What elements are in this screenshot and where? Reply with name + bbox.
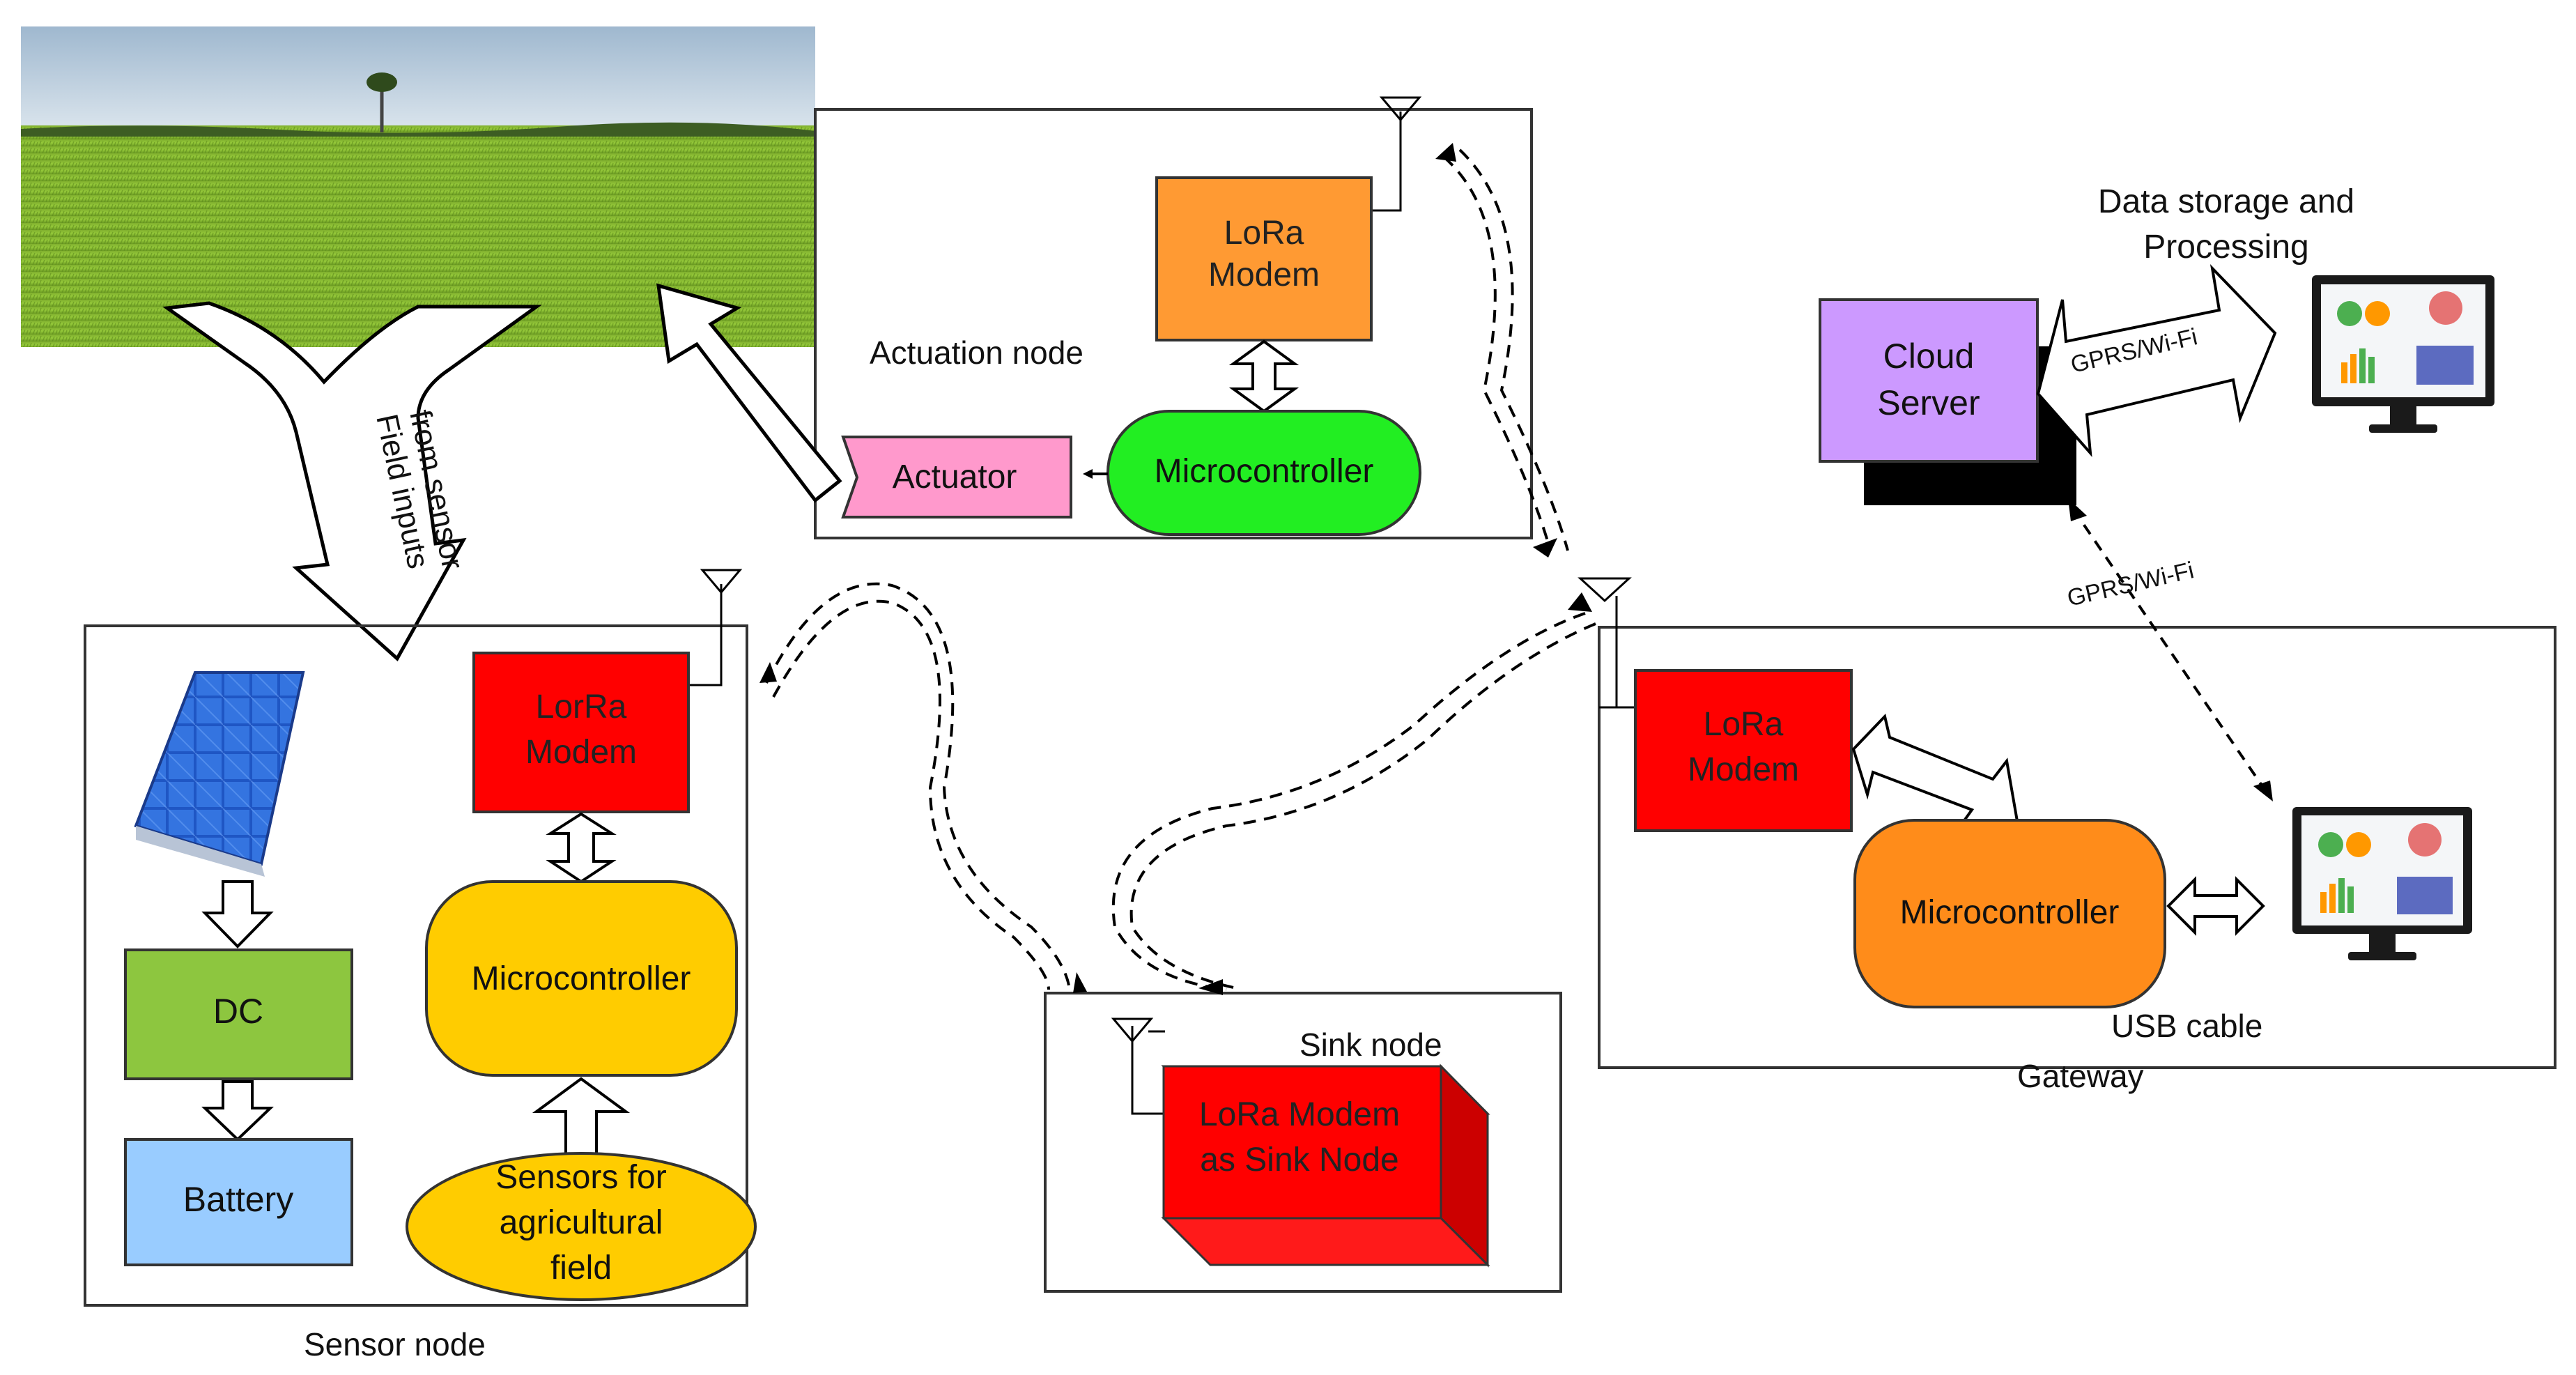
modem-micro-arrow [1228, 339, 1299, 413]
cloud-storage-arrow [2036, 263, 2277, 457]
link-bottom-label: GPRS/Wi-Fi [2065, 557, 2196, 612]
usb-arrow [2166, 876, 2265, 936]
sensor-node: Sensor node DC Battery LorRa Modem Micro… [84, 569, 757, 1362]
solar-panel-icon [134, 671, 305, 877]
dc-label: DC [213, 992, 263, 1031]
storage-line2: Processing [2143, 229, 2308, 266]
actuation-node-frame [814, 108, 1533, 539]
sink-modem-line1: LoRa Modem [1199, 1096, 1400, 1133]
gateway-modem-line2: Modem [1688, 751, 1799, 788]
sensor-modem-line2: Modem [525, 734, 637, 771]
wireless-links [765, 148, 1596, 991]
battery-label: Battery [183, 1180, 293, 1219]
sink-modem-line2: as Sink Node [1200, 1142, 1399, 1178]
cloud-server-line2: Server [1877, 383, 1980, 422]
cloud-gateway-link [2072, 507, 2269, 796]
sink-node-title: Sink node [1299, 1027, 1442, 1063]
storage-line1: Data storage and [2098, 183, 2354, 220]
actuation-modem-line1: LoRa [1224, 215, 1304, 252]
sensor-lora-modem [472, 652, 690, 813]
sensors-ellipse [406, 1152, 757, 1301]
cloud-section: Cloud Server Data storage and Processing… [1819, 183, 2494, 801]
sink-lora-modem [1161, 1063, 1490, 1268]
sink-node: Sink node LoRa Modem as Sink Node [1044, 992, 1562, 1293]
gateway-title: Gateway [2017, 1058, 2144, 1094]
gateway-lora-modem [1634, 669, 1853, 832]
actuation-modem-line2: Modem [1208, 256, 1320, 293]
sensor-microcontroller [425, 880, 738, 1077]
dc-box [124, 948, 353, 1080]
sensors-line3: field [550, 1250, 612, 1286]
actuator-box [841, 436, 1072, 518]
sensor-modem-line1: LorRa [536, 689, 627, 725]
antenna-icon [1578, 577, 1634, 709]
actuation-node-title: Actuation node [870, 335, 1083, 371]
antenna-icon [690, 569, 743, 686]
monitor-icon [2292, 807, 2472, 960]
cloud-server-box [1819, 298, 2039, 463]
sensor-node-title: Sensor node [304, 1326, 486, 1362]
actuation-lora-modem [1155, 176, 1373, 341]
gateway-microcontroller [1853, 819, 2166, 1008]
dc-to-battery-arrow [201, 1080, 274, 1142]
antenna-icon [1111, 1017, 1165, 1115]
sensor-microcontroller-label: Microcontroller [472, 960, 691, 997]
actuator-to-field-arrow [656, 283, 842, 503]
gateway-node: Gateway LoRa Modem Microcontroller USB c… [1578, 577, 2556, 1094]
sensor-modem-micro-arrow [546, 812, 617, 884]
gateway-microcontroller-label: Microcontroller [1900, 894, 2120, 931]
sensor-node-frame [84, 624, 748, 1307]
sensors-line1: Sensors for [495, 1159, 666, 1196]
battery-box [124, 1138, 353, 1266]
gateway-modem-micro-arrow [1851, 713, 2019, 831]
link-arrowheads [759, 143, 1592, 995]
actuator-label: Actuator [893, 459, 1017, 496]
actuation-microcontroller-label: Microcontroller [1155, 453, 1374, 490]
monitor-icon [2312, 275, 2494, 433]
field-inputs-arrow: Field inputs from sensor [162, 301, 542, 661]
sink-node-frame [1044, 992, 1562, 1293]
gateway-modem-line1: LoRa [1704, 706, 1784, 743]
cloud-server-line1: Cloud [1883, 337, 1975, 376]
sensors-line2: agricultural [500, 1204, 663, 1241]
usb-cable-label: USB cable [2111, 1008, 2262, 1044]
actuation-node: Actuation node LoRa Modem Microcontrolle… [814, 96, 1533, 539]
solar-to-dc-arrow [201, 880, 274, 948]
gateway-frame [1598, 626, 2556, 1069]
